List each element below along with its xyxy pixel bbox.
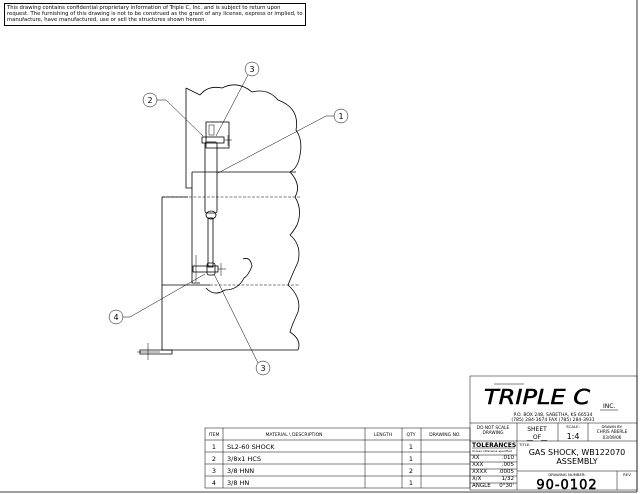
svg-text:__OF__: __OF__ [526,434,548,441]
svg-text:Unless otherwise specified: Unless otherwise specified [472,449,512,453]
title-block: TRIPLE C INC. P.O. BOX 248, SABETHA, KS … [469,375,638,493]
bracket-tab [208,124,215,136]
svg-text:.010: .010 [502,455,515,461]
table-row: 4 3/8 HN 1 [212,479,413,487]
table-row: 3 3/8 HNN 2 [212,467,413,475]
svg-text:DRAWING NO.: DRAWING NO. [429,432,460,438]
shock-cylinder [204,141,218,214]
lower-nut [206,262,216,276]
svg-text:3/8 HN: 3/8 HN [227,479,249,487]
svg-text:1/32: 1/32 [502,476,514,482]
svg-text:DRAWN BY:: DRAWN BY: [601,424,622,429]
svg-text:ITEM: ITEM [209,432,220,438]
table-row: 2 3/8x1 HCS 1 [212,455,413,463]
svg-text:3: 3 [260,364,265,373]
svg-text:INC.: INC. [603,403,615,410]
svg-text:1: 1 [409,479,413,487]
svg-text:3: 3 [249,65,254,74]
svg-text:ANGLE: ANGLE [472,483,491,489]
balloon-2: 2 [142,92,204,137]
svg-text:XXXX: XXXX [472,469,487,475]
upper-bracket [205,121,230,149]
svg-text:SCALE:: SCALE: [566,424,579,429]
balloon-3-bottom: 3 [213,273,271,376]
svg-text:MATERIAL \ DESCRIPTION: MATERIAL \ DESCRIPTION [265,432,322,438]
scale-value: 1:4 [567,432,580,441]
svg-text:XX: XX [472,455,480,461]
company-address: P.O. BOX 248, SABETHA, KS 66534 [513,412,592,418]
svg-text:DRAWING NUMBER:: DRAWING NUMBER: [548,472,585,477]
svg-text:SL2-60 SHOCK: SL2-60 SHOCK [227,443,275,451]
upper-plate [185,87,201,189]
inner-wall [191,172,200,284]
svg-text:1: 1 [409,455,413,463]
svg-text:TOLERANCES: TOLERANCES [472,442,516,449]
drawing-number: 90-0102 [536,478,597,493]
svg-text:CHRIS ABERLE: CHRIS ABERLE [597,429,628,434]
svg-text:3/8 HNN: 3/8 HNN [227,467,254,475]
company-phone: (785) 284-3674 FAX (785) 284-3931 [511,417,594,423]
shock-seal [205,210,217,220]
svg-text:XXX: XXX [472,462,484,468]
svg-text:TRIPLE C: TRIPLE C [484,385,590,409]
svg-text:.005: .005 [502,462,515,468]
svg-text:2: 2 [147,96,152,105]
svg-text:X/X: X/X [472,476,482,482]
svg-text:LENGTH: LENGTH [374,432,392,438]
svg-text:1: 1 [212,443,216,451]
svg-text:4: 4 [212,479,216,487]
svg-text:2: 2 [212,455,216,463]
table-row: 1 SL2-60 SHOCK 1 [212,443,413,451]
svg-text:0°30': 0°30' [499,483,514,489]
svg-text:03/09/06: 03/09/06 [603,435,622,440]
svg-text:4: 4 [113,313,118,322]
parts-table: ITEM MATERIAL \ DESCRIPTION LENGTH QTY D… [204,427,471,489]
shock-rod [207,217,214,268]
small-cloud [205,257,253,294]
lower-bolt [192,265,219,273]
svg-text:TITLE:: TITLE: [518,442,531,447]
base-foot [139,349,173,355]
balloon-3-top: 3 [215,61,260,137]
svg-text:REV: REV [623,472,631,477]
drawing-title: GAS SHOCK, WB122070 [529,448,626,457]
svg-text:DRAWING: DRAWING [483,430,504,436]
company-logo: TRIPLE C INC. [484,383,618,411]
svg-text:3: 3 [212,467,216,475]
balloon-4: 4 [108,273,206,325]
svg-text:3/8x1 HCS: 3/8x1 HCS [227,455,261,463]
outer-wall [161,197,298,351]
balloon-1: 1 [217,108,349,174]
svg-text:2: 2 [409,467,413,475]
confidentiality-notice: This drawing contains confidential propr… [4,3,306,26]
tolerance-list: XX .010 XXX .005 XXXX .0005 X/X 1/32 ANGLE 0°… [472,455,514,489]
drawing-geometry [137,84,302,360]
table-header: ITEM MATERIAL \ DESCRIPTION LENGTH QTY D… [209,432,461,438]
svg-text:QTY: QTY [406,432,415,438]
svg-text:1: 1 [409,443,413,451]
svg-text:SHEET: SHEET [527,426,547,433]
svg-text:DO NOT SCALE: DO NOT SCALE [477,425,510,431]
svg-text:1: 1 [338,112,343,121]
svg-text:.0005: .0005 [498,469,514,475]
drawing-subtitle: ASSEMBLY [556,457,597,466]
